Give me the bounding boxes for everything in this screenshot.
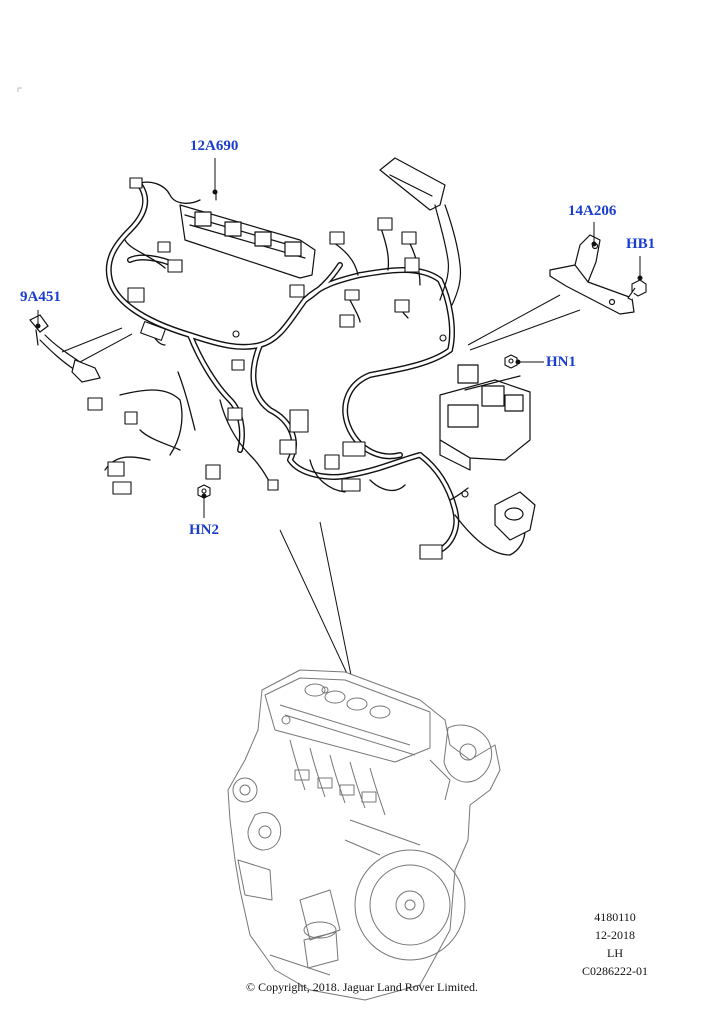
relay-box bbox=[439, 364, 531, 471]
engine-block bbox=[227, 669, 501, 1001]
engine-harness-12A690 bbox=[87, 157, 536, 560]
bracket-14A206 bbox=[549, 234, 635, 315]
nut-HN1 bbox=[504, 354, 518, 369]
leader-lines bbox=[35, 158, 643, 681]
reference-number: 4180110 bbox=[594, 910, 636, 924]
corner-mark bbox=[17, 87, 22, 92]
callout-14A206[interactable]: 14A206 bbox=[568, 203, 617, 219]
callout-HB1[interactable]: HB1 bbox=[626, 236, 656, 252]
nut-HN2 bbox=[197, 484, 211, 499]
coil-rail bbox=[179, 204, 316, 279]
sensor-9A451 bbox=[29, 314, 101, 383]
callout-12A690[interactable]: 12A690 bbox=[190, 138, 239, 154]
callout-HN1[interactable]: HN1 bbox=[546, 354, 576, 370]
bolt-HB1 bbox=[627, 279, 647, 301]
callout-9A451[interactable]: 9A451 bbox=[20, 289, 61, 305]
side-indicator: LH bbox=[607, 946, 623, 960]
diagram-date: 12-2018 bbox=[595, 928, 635, 942]
copyright-notice: © Copyright, 2018. Jaguar Land Rover Lim… bbox=[245, 980, 479, 994]
illustration-code: C0286222-01 bbox=[582, 964, 648, 978]
callout-HN2[interactable]: HN2 bbox=[189, 522, 219, 538]
